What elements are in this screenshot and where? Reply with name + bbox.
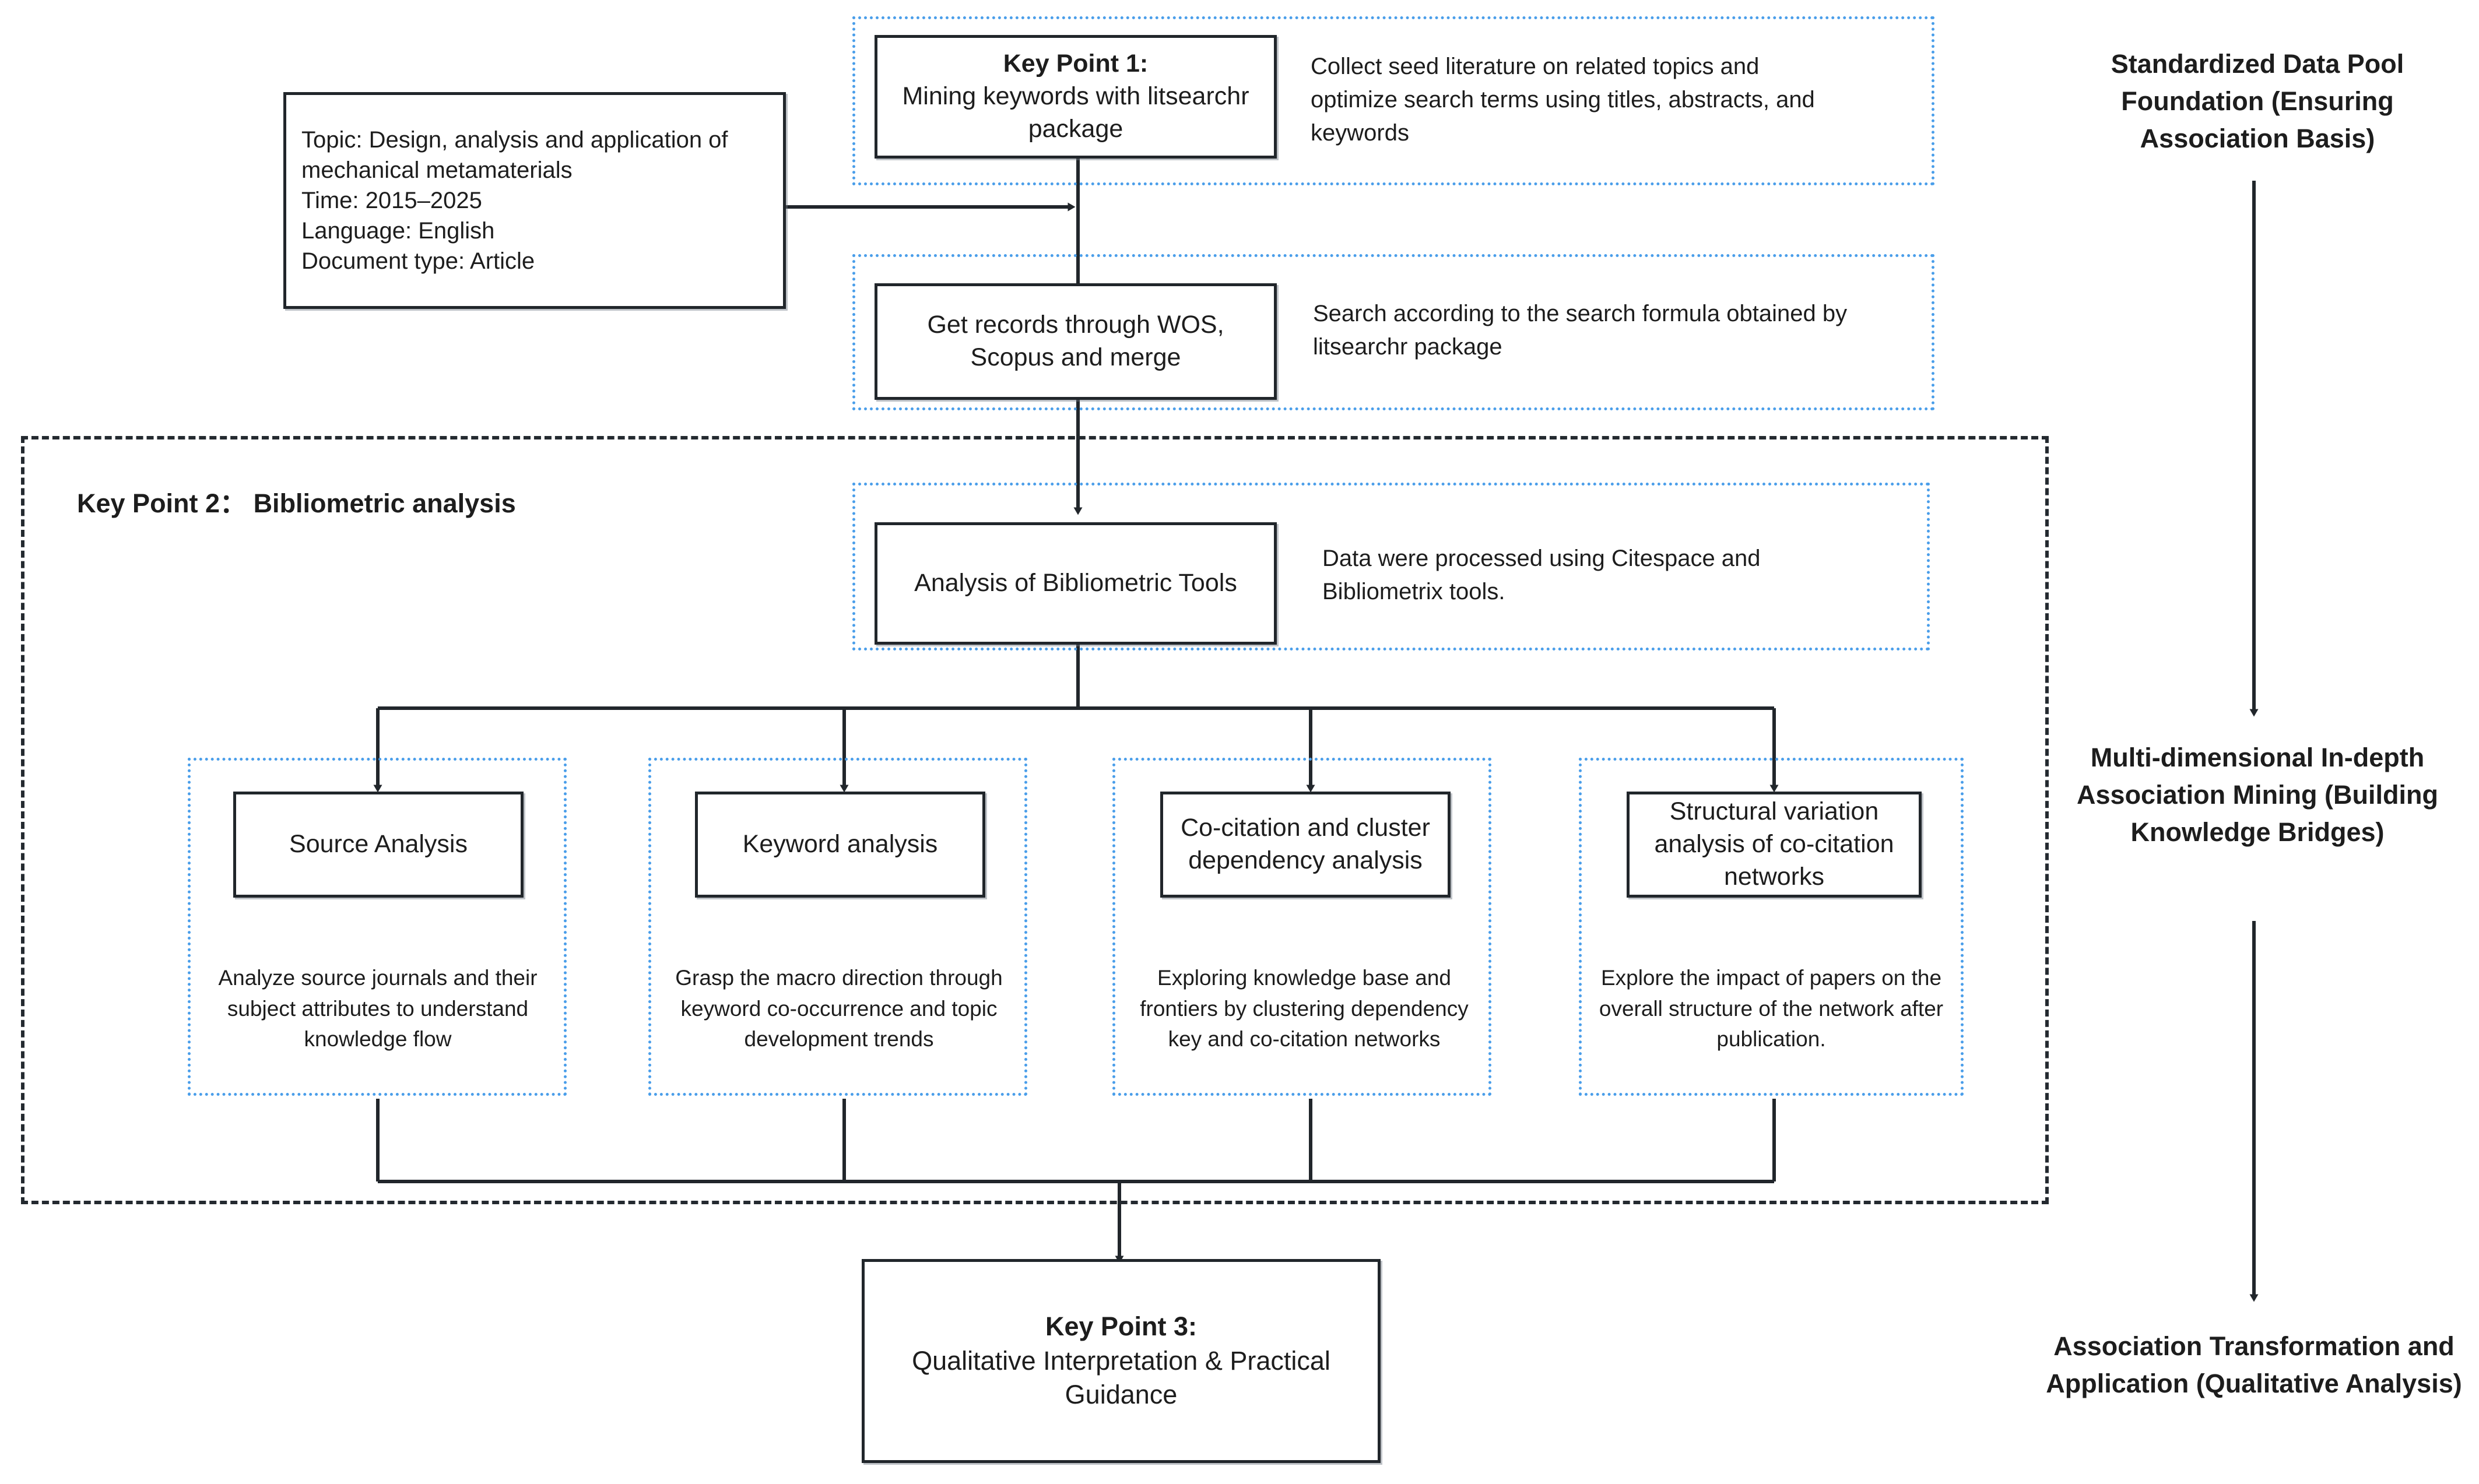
annotation-frame-co-citation-analysis (1112, 758, 1491, 1096)
stage-label-2: Association Transformation and Applicati… (2046, 1331, 2462, 1398)
node-structural-variation-analysis[interactable]: Structural variation analysis of co-cita… (1627, 792, 1922, 898)
key-point-1-description: Collect seed literature on related topic… (1311, 54, 1815, 146)
annotation-frame-records (852, 254, 1934, 410)
annotation-frame-keyword-analysis (648, 758, 1027, 1096)
key-point-3-body: Qualitative Interpretation & Practical G… (912, 1345, 1330, 1410)
node-co-citation-analysis[interactable]: Co-citation and cluster dependency analy… (1160, 792, 1451, 898)
branch-description-2: Exploring knowledge base and frontiers b… (1140, 966, 1469, 1052)
tools-node-label: Analysis of Bibliometric Tools (914, 569, 1237, 597)
tools-description: Data were processed using Citespace and … (1322, 546, 1761, 604)
records-description: Search according to the search formula o… (1313, 301, 1848, 360)
annotation-frame-source-analysis (188, 758, 567, 1096)
annotation-frame-key-point-1 (852, 16, 1934, 185)
key-point-1-heading: Key Point 1: (1003, 50, 1149, 78)
node-source-analysis[interactable]: Source Analysis (233, 792, 524, 898)
branch-description-0: Analyze source journals and their subjec… (218, 966, 538, 1052)
branch-label-2: Co-citation and cluster dependency analy… (1181, 814, 1430, 874)
node-key-point-3[interactable]: Key Point 3: Qualitative Interpretation … (862, 1259, 1381, 1463)
annotation-frame-structural-variation-analysis (1579, 758, 1964, 1096)
branch-description-1: Grasp the macro direction through keywor… (675, 966, 1003, 1052)
stage-label-0: Standardized Data Pool Foundation (Ensur… (2111, 49, 2404, 153)
annotation-frame-tools (852, 483, 1930, 650)
topic-box-text: Topic: Design, analysis and application … (301, 127, 728, 274)
node-bibliometric-tools[interactable]: Analysis of Bibliometric Tools (875, 522, 1277, 645)
node-key-point-1[interactable]: Key Point 1: Mining keywords with litsea… (875, 35, 1277, 159)
key-point-3-heading: Key Point 3: (1045, 1311, 1198, 1342)
node-get-records[interactable]: Get records through WOS, Scopus and merg… (875, 283, 1277, 400)
branch-description-3: Explore the impact of papers on the over… (1599, 966, 1944, 1052)
key-point-2-group (21, 436, 2049, 1204)
branch-label-0: Source Analysis (289, 830, 468, 859)
records-node-label: Get records through WOS, Scopus and merg… (927, 311, 1224, 371)
key-point-1-body: Mining keywords with litsearchr package (902, 82, 1249, 143)
branch-label-3: Structural variation analysis of co-cita… (1654, 797, 1894, 891)
node-keyword-analysis[interactable]: Keyword analysis (695, 792, 985, 898)
key-point-2-heading: Key Point 2： Bibliometric analysis (77, 488, 516, 518)
node-topic-box[interactable]: Topic: Design, analysis and application … (283, 92, 786, 309)
stage-label-1: Multi-dimensional In-depth Association M… (2077, 743, 2438, 847)
branch-label-1: Keyword analysis (742, 830, 938, 859)
